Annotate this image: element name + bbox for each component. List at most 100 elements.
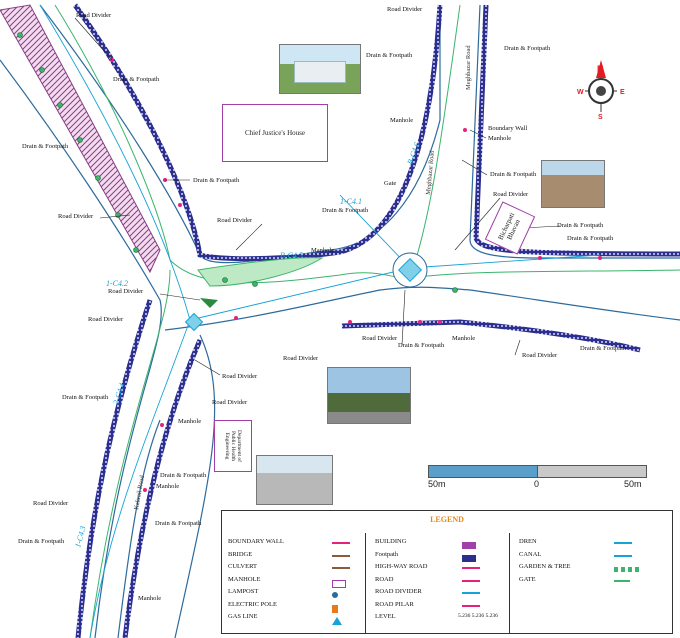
label-road-divider-3: Road Divider xyxy=(217,217,253,224)
box-purple-legend-icon xyxy=(462,542,476,549)
dept-photo xyxy=(256,455,333,505)
label-drain-6: Drain & Footpath xyxy=(490,171,537,178)
line-pink-legend-icon xyxy=(462,567,480,569)
legend-label-0-2: CULVERT xyxy=(228,563,257,570)
road-edges xyxy=(0,4,680,638)
scale-segment-2 xyxy=(537,465,647,478)
chief-justice-callout: Chief Justice's House xyxy=(222,104,328,162)
label-manhole-4: Manhole xyxy=(452,335,475,342)
label-road-divider-8: Road Divider xyxy=(362,335,398,342)
label-magh-road-2: Meghbazar Road xyxy=(425,149,436,195)
chief-justice-text: Chief Justice's House xyxy=(245,129,305,137)
legend-label-2-2: GARDEN & TREE xyxy=(519,563,571,570)
label-drain-13: Drain & Footpath xyxy=(160,472,207,479)
label-road-divider-12: Road Divider xyxy=(212,399,248,406)
label-drain-14: Drain & Footpath xyxy=(155,520,202,527)
label-road-divider-10: Road Divider xyxy=(522,352,558,359)
lampost-markers xyxy=(17,32,458,293)
line-brown-legend-icon xyxy=(332,554,350,557)
label-kakrail-road: Kakrail Road xyxy=(133,474,146,510)
tower-photo xyxy=(541,160,605,208)
scale-right: 50m xyxy=(624,479,642,489)
line-pink-legend-icon xyxy=(462,579,480,582)
label-lc1: 1-C4.1 xyxy=(340,197,362,206)
dot-orange-legend-icon xyxy=(332,604,338,613)
gate-legend-icon xyxy=(614,579,630,582)
dept-text: Department of Public Health Engineering xyxy=(224,430,242,462)
label-drain-3: Drain & Footpath xyxy=(193,177,240,184)
legend-label-0-4: LAMPOST xyxy=(228,588,259,595)
label-road-divider-5: Road Divider xyxy=(493,191,529,198)
label-manhole-7: Manhole xyxy=(138,595,161,602)
dept-callout: Department of Public Health Engineering xyxy=(214,420,252,472)
label-road-divider-2: Road Divider xyxy=(58,213,94,220)
footpath-bands xyxy=(72,3,680,638)
legend-divider xyxy=(509,533,510,633)
compass-w: W xyxy=(577,89,584,96)
compass-n: N xyxy=(597,64,604,74)
label-drain-8: Drain & Footpath xyxy=(557,222,604,229)
label-drain-10: Drain & Footpath xyxy=(398,342,445,349)
divider-island xyxy=(197,257,324,287)
label-gate: Gate xyxy=(384,180,396,187)
manhole-markers xyxy=(110,58,602,492)
trees-legend-icon xyxy=(614,567,640,572)
roundabout-photo xyxy=(327,367,411,424)
legend-label-0-1: BRIDGE xyxy=(228,550,253,558)
label-road-divider-11: Road Divider xyxy=(222,373,258,380)
bichar-bhavan-text: Bicharpati Bhavan xyxy=(496,211,522,242)
label-drain-1: Drain & Footpath xyxy=(113,76,160,83)
label-drain-7: Drain & Footpath xyxy=(322,207,369,214)
compass-rose-icon: N S W E xyxy=(577,60,625,121)
legend-title: LEGEND xyxy=(430,515,464,524)
label-drain-2: Drain & Footpath xyxy=(22,143,69,150)
scale-bar: 50m 0 50m xyxy=(428,465,647,491)
label-manhole-1: Manhole xyxy=(311,247,334,254)
tri-cyan-legend-icon xyxy=(332,617,342,625)
label-road-divider-13: Road Divider xyxy=(33,500,69,507)
legend-level-value: 5.236 5.236 5.236 xyxy=(458,613,498,619)
label-road-divider-9: Road Divider xyxy=(283,355,319,362)
label-road-divider-4: Road Divider xyxy=(387,6,423,13)
label-road-divider-1: Road Divider xyxy=(76,12,112,19)
legend-label-1-2: HIGH-WAY ROAD xyxy=(375,563,428,570)
legend-label-2-0: DREN xyxy=(519,538,537,545)
scale-left: 50m xyxy=(428,479,446,489)
roundabout-pillar xyxy=(397,257,423,283)
legend-label-0-3: MANHOLE xyxy=(228,575,261,583)
compass-s: S xyxy=(598,114,603,121)
line-brown-legend-icon xyxy=(332,567,350,569)
label-road-divider-6: Road Divider xyxy=(108,288,144,295)
label-road-divider-7: Road Divider xyxy=(88,316,124,323)
legend-label-2-3: GATE xyxy=(519,575,536,583)
legend-label-1-5: ROAD PILAR xyxy=(375,600,414,608)
tree-icon xyxy=(200,298,218,308)
line-blue-legend-icon xyxy=(614,542,632,544)
legend-label-2-1: CANAL xyxy=(519,550,542,558)
label-drain-5: Drain & Footpath xyxy=(366,52,413,59)
box-dots-legend-icon xyxy=(462,554,476,562)
label-boundary-wall: Boundary Wall xyxy=(488,125,527,132)
legend-label-0-5: ELECTRIC POLE xyxy=(228,600,277,608)
label-lc3: 1-C4.3 xyxy=(73,525,87,549)
compass-e: E xyxy=(620,89,625,96)
legend-divider xyxy=(365,533,366,633)
label-manhole-3: Manhole xyxy=(488,135,511,142)
line-pink-legend-icon xyxy=(462,604,480,607)
label-drain-4: Drain & Footpath xyxy=(504,45,551,52)
legend-label-1-6: LEVEL xyxy=(375,613,396,620)
junction-pillar xyxy=(184,312,204,332)
label-manhole-5: Manhole xyxy=(178,418,201,425)
scale-mid: 0 xyxy=(534,479,540,489)
legend-label-1-0: BUILDING xyxy=(375,538,407,545)
chief-justice-photo xyxy=(279,44,361,94)
legend-label-0-0: BOUNDARY WALL xyxy=(228,538,284,545)
label-magh-road-1: Meghbazar Road xyxy=(465,45,472,90)
legend-label-1-4: ROAD DIVIDER xyxy=(375,588,422,595)
legend-label-1-3: ROAD xyxy=(375,575,394,583)
box-outline-legend-icon xyxy=(332,579,346,588)
label-drain-15: Drain & Footpath xyxy=(18,538,65,545)
label-manhole-2: Manhole xyxy=(390,117,413,124)
label-lc5: B-C4.5 xyxy=(280,251,303,260)
